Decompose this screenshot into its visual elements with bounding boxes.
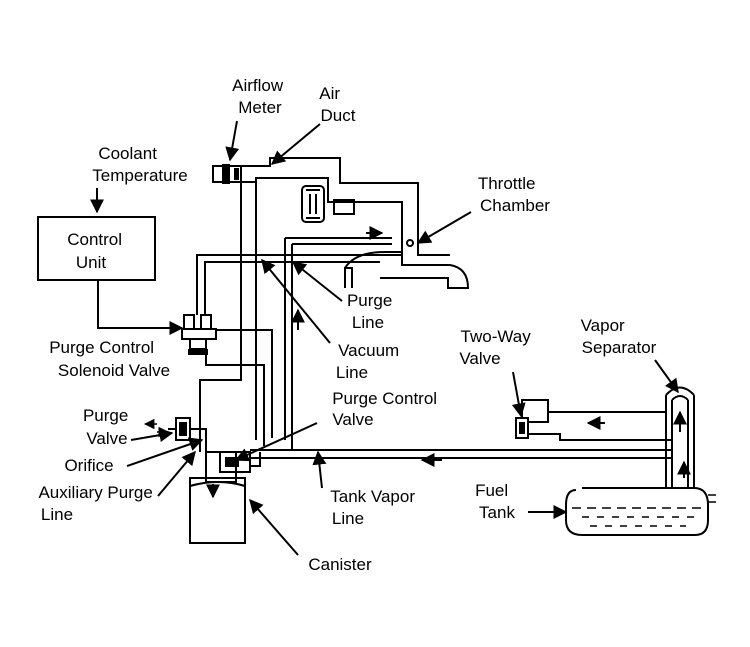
vapor-separator-label: Vapor Separator	[581, 316, 657, 357]
two-way-valve-component	[515, 417, 529, 439]
purge-line-label: Purge Line	[347, 291, 397, 332]
airflow-meter-label: Airflow Meter	[232, 76, 288, 117]
vapor-separator-component	[665, 386, 695, 488]
control-unit-box	[37, 216, 156, 281]
air-duct-component	[241, 157, 419, 235]
air-duct-label: Air Duct	[319, 84, 356, 125]
two-way-valve-label: Two-Way Valve	[459, 327, 535, 368]
auxiliary-purge-line-label: Auxiliary Purge Line	[38, 483, 157, 524]
purge-valve-label: Purge Valve	[83, 406, 133, 448]
throttle-chamber-label: Throttle Chamber	[478, 174, 550, 215]
purge-control-solenoid-valve-label: Purge Control Solenoid Valve	[49, 338, 170, 380]
fuel-tank-component	[565, 487, 716, 536]
airflow-meter-component	[212, 164, 242, 184]
control-unit-label: Control Unit	[67, 230, 127, 272]
leader-lines	[90, 120, 679, 556]
vacuum-line-label: Vacuum Line	[336, 341, 404, 382]
purge-control-solenoid-valve-component	[181, 314, 217, 355]
purge-control-valve-label: Purge Control Valve	[332, 389, 442, 429]
tank-vapor-line-label: Tank Vapor Line	[330, 487, 419, 528]
air-intake-component	[301, 185, 355, 223]
purge-valve-component	[168, 417, 191, 441]
coolant-temperature-label: Coolant Temperature	[92, 144, 187, 185]
canister-label: Canister	[308, 555, 372, 574]
fuel-tank-label: Fuel Tank	[475, 481, 515, 522]
orifice-label: Orifice	[64, 456, 113, 475]
